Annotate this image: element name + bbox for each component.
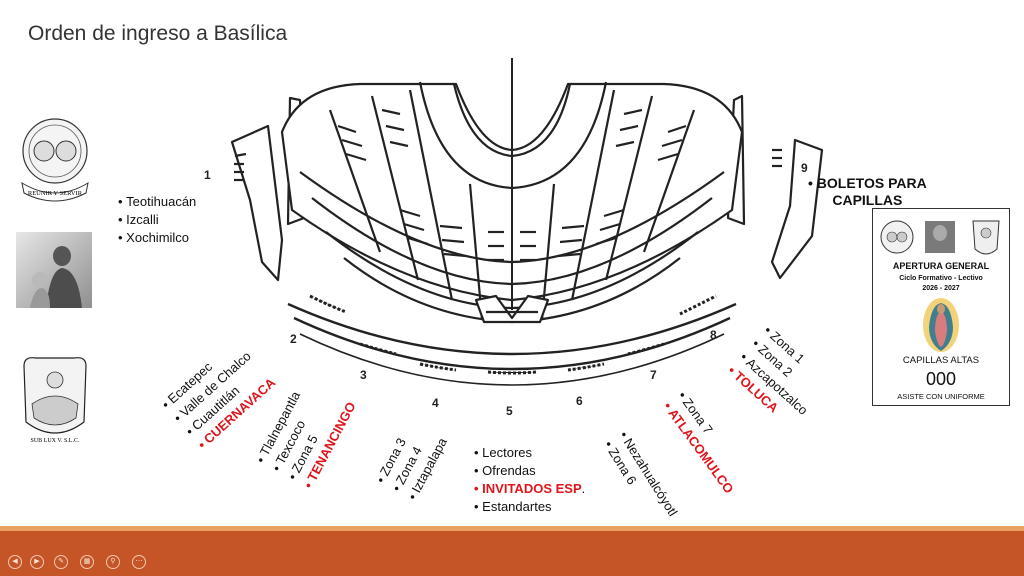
list-item: Ofrendas [474,462,585,480]
pen-icon[interactable]: ✎ [54,555,68,569]
seal-motto: REUNIR Y SERVIR [28,190,83,197]
list-item: Lectores [474,444,585,462]
boletos-line-1: • BOLETOS PARA [808,175,927,191]
list-item-suffix: . [581,481,586,496]
zone-number-3: 3 [360,368,367,382]
zone-number-9: 9 [801,161,808,175]
zone-number-2: 2 [290,332,297,346]
boletos-line-2: CAPILLAS [832,192,903,208]
seal-logo-top: REUNIR Y SERVIR [21,118,89,202]
list-item: Teotihuacán [118,193,196,211]
footer-accent-line [0,526,1024,531]
saint-image [16,232,92,308]
previous-icon[interactable]: ◀ [8,555,22,569]
card-ticket-number: 000 [925,369,957,389]
list-item: Izcalli [118,211,196,229]
seal-motto-bottom: SUB LUX V. S.L.C. [31,438,80,444]
more-icon[interactable]: ⋯ [132,555,146,569]
page-title: Orden de ingreso a Basílica [28,22,288,45]
zone-number-5: 5 [506,404,513,418]
zone-number-8: 8 [710,328,717,342]
card-note: ASISTE CON UNIFORME [897,392,985,401]
slides-icon[interactable]: ▦ [80,555,94,569]
next-icon[interactable]: ▶ [30,555,44,569]
boletos-para-capillas: • BOLETOS PARA CAPILLAS [808,175,927,209]
seal-logo-bottom: SUB LUX V. S.L.C. [23,357,87,444]
card-years: 2026 - 2027 [922,285,960,292]
card-logos [880,220,1000,255]
ticket-card: APERTURA GENERAL Ciclo Formativo - Lecti… [872,208,1010,406]
list-item: Xochimilco [118,229,196,247]
list-item-highlight: INVITADOS ESP. [474,480,585,498]
virgin-image [923,298,959,352]
card-subtitle: Ciclo Formativo - Lectivo [899,275,983,282]
zone-1-list: Teotihuacán Izcalli Xochimilco [118,193,196,247]
zone-number-1: 1 [204,168,211,182]
zone-5-list: Lectores Ofrendas INVITADOS ESP. Estanda… [474,444,585,516]
card-seat-type: CAPILLAS ALTAS [902,355,980,366]
zone-number-4: 4 [432,396,439,410]
footer-bar [0,526,1024,576]
list-item-highlight-text: INVITADOS ESP [482,481,582,496]
zone-number-7: 7 [650,368,657,382]
list-item: Estandartes [474,498,585,516]
basilica-seating-diagram [230,58,824,386]
card-title: APERTURA GENERAL [892,261,990,271]
zoom-icon[interactable]: ⚲ [106,555,120,569]
zone-number-6: 6 [576,394,583,408]
